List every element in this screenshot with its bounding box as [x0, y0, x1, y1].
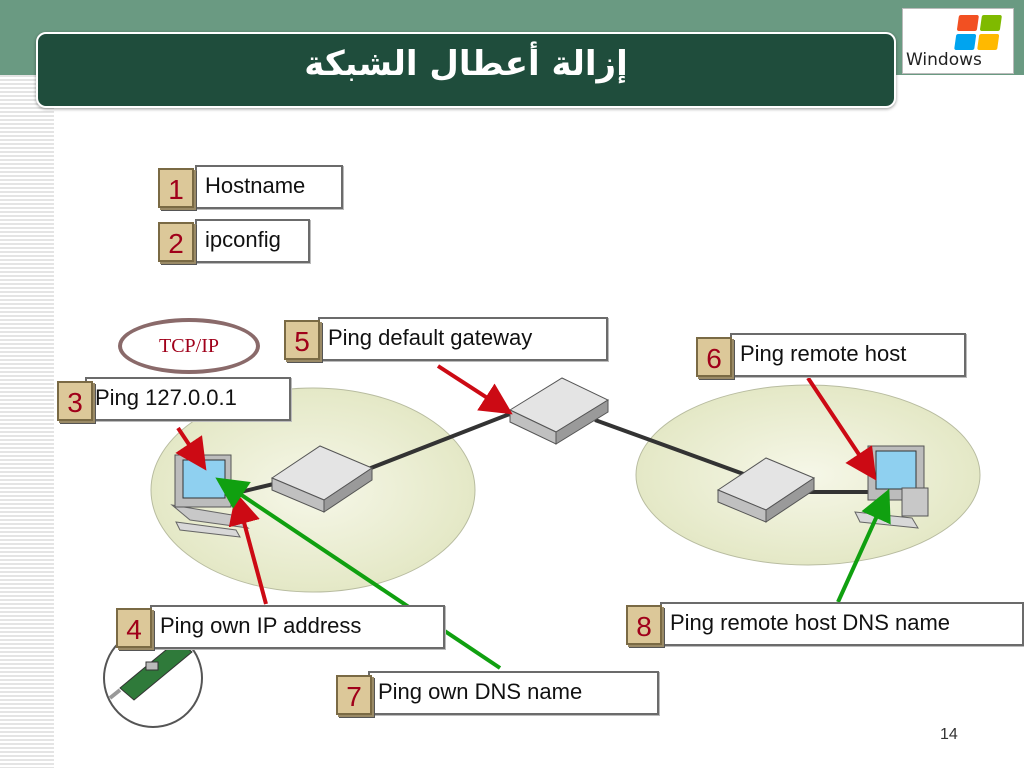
step-1-badge: 1	[158, 168, 194, 208]
step-8-label: Ping remote host DNS name	[660, 602, 1024, 646]
slide-title: إزالة أعطال الشبكة	[304, 44, 628, 84]
gateway-router-icon	[508, 377, 610, 445]
remote-server-icon	[716, 457, 816, 523]
step-4-label: Ping own IP address	[150, 605, 445, 649]
step-3-badge: 3	[57, 381, 93, 421]
step-3-label: Ping 127.0.0.1	[85, 377, 291, 421]
left-stripe	[0, 75, 54, 768]
step-6-label: Ping remote host	[730, 333, 966, 377]
arrow-step-3	[175, 426, 207, 471]
step-2-label: ipconfig	[195, 219, 310, 263]
step-4-badge: 4	[116, 608, 152, 648]
step-5-label: Ping default gateway	[318, 317, 608, 361]
windows-flag-icon	[954, 15, 1002, 50]
arrow-step-7	[215, 477, 502, 670]
arrow-step-5	[436, 364, 513, 415]
local-server-icon	[270, 445, 374, 513]
step-7-badge: 7	[336, 675, 372, 715]
remote-computer-icon	[854, 445, 929, 529]
windows-logo-text: Windows	[906, 50, 982, 70]
step-2-badge: 2	[158, 222, 194, 262]
arrow-step-4	[228, 492, 268, 605]
step-7-label: Ping own DNS name	[368, 671, 659, 715]
step-1-label: Hostname	[195, 165, 343, 209]
page-number: 14	[940, 726, 958, 743]
step-5-badge: 5	[284, 320, 320, 360]
step-6-badge: 6	[696, 337, 732, 377]
step-8-badge: 8	[626, 605, 662, 645]
arrow-step-6	[806, 376, 877, 481]
tcpip-ellipse-label: TCP/IP	[118, 318, 260, 374]
title-bar: إزالة أعطال الشبكة	[36, 32, 896, 108]
windows-logo: Windows	[902, 8, 1014, 74]
arrow-step-8	[836, 488, 891, 603]
